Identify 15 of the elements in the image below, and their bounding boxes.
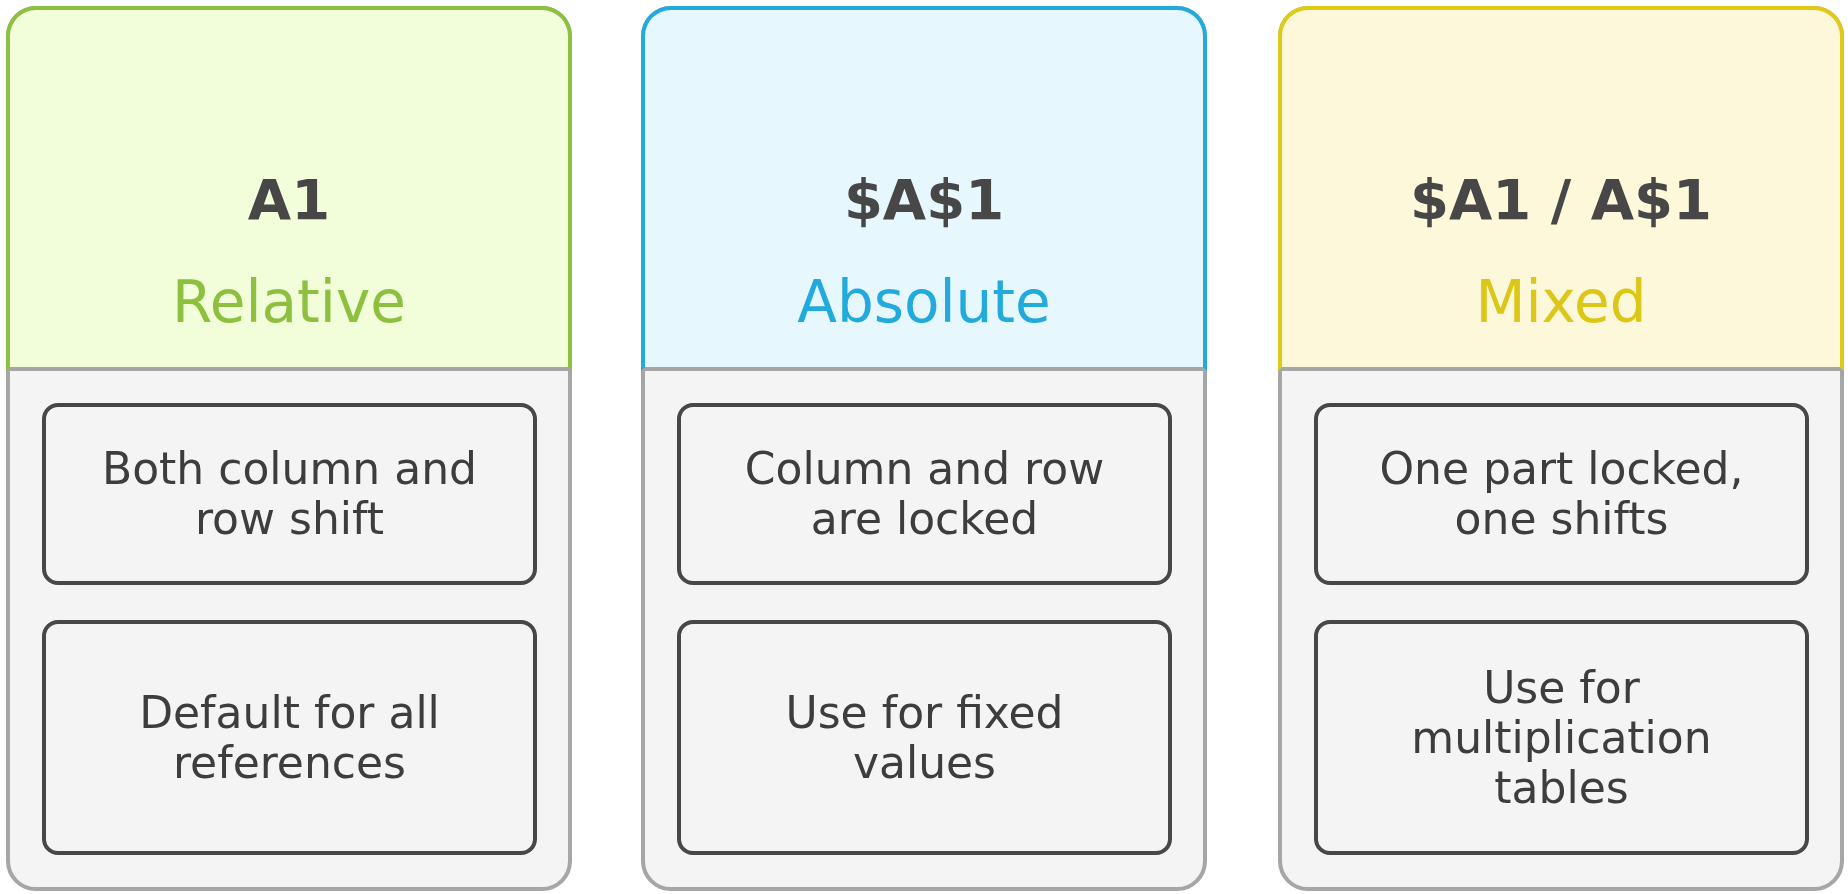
reference-type: Absolute: [796, 267, 1052, 337]
description-box: Both column and row shift: [42, 403, 537, 585]
description-box: Column and row are locked: [677, 403, 1172, 585]
reference-card: [6, 6, 572, 891]
reference-type: Relative: [171, 267, 407, 337]
description-box: Use for multiplication tables: [1314, 620, 1809, 855]
description-box: One part locked, one shifts: [1314, 403, 1809, 585]
reference-notation: A1: [246, 166, 332, 234]
reference-card: [1278, 6, 1844, 891]
reference-type: Mixed: [1474, 267, 1648, 337]
description-box: Use for fixed values: [677, 620, 1172, 855]
reference-notation: $A1 / A$1: [1409, 166, 1713, 234]
reference-card: [641, 6, 1207, 891]
description-box: Default for all references: [42, 620, 537, 855]
reference-notation: $A$1: [842, 166, 1006, 234]
